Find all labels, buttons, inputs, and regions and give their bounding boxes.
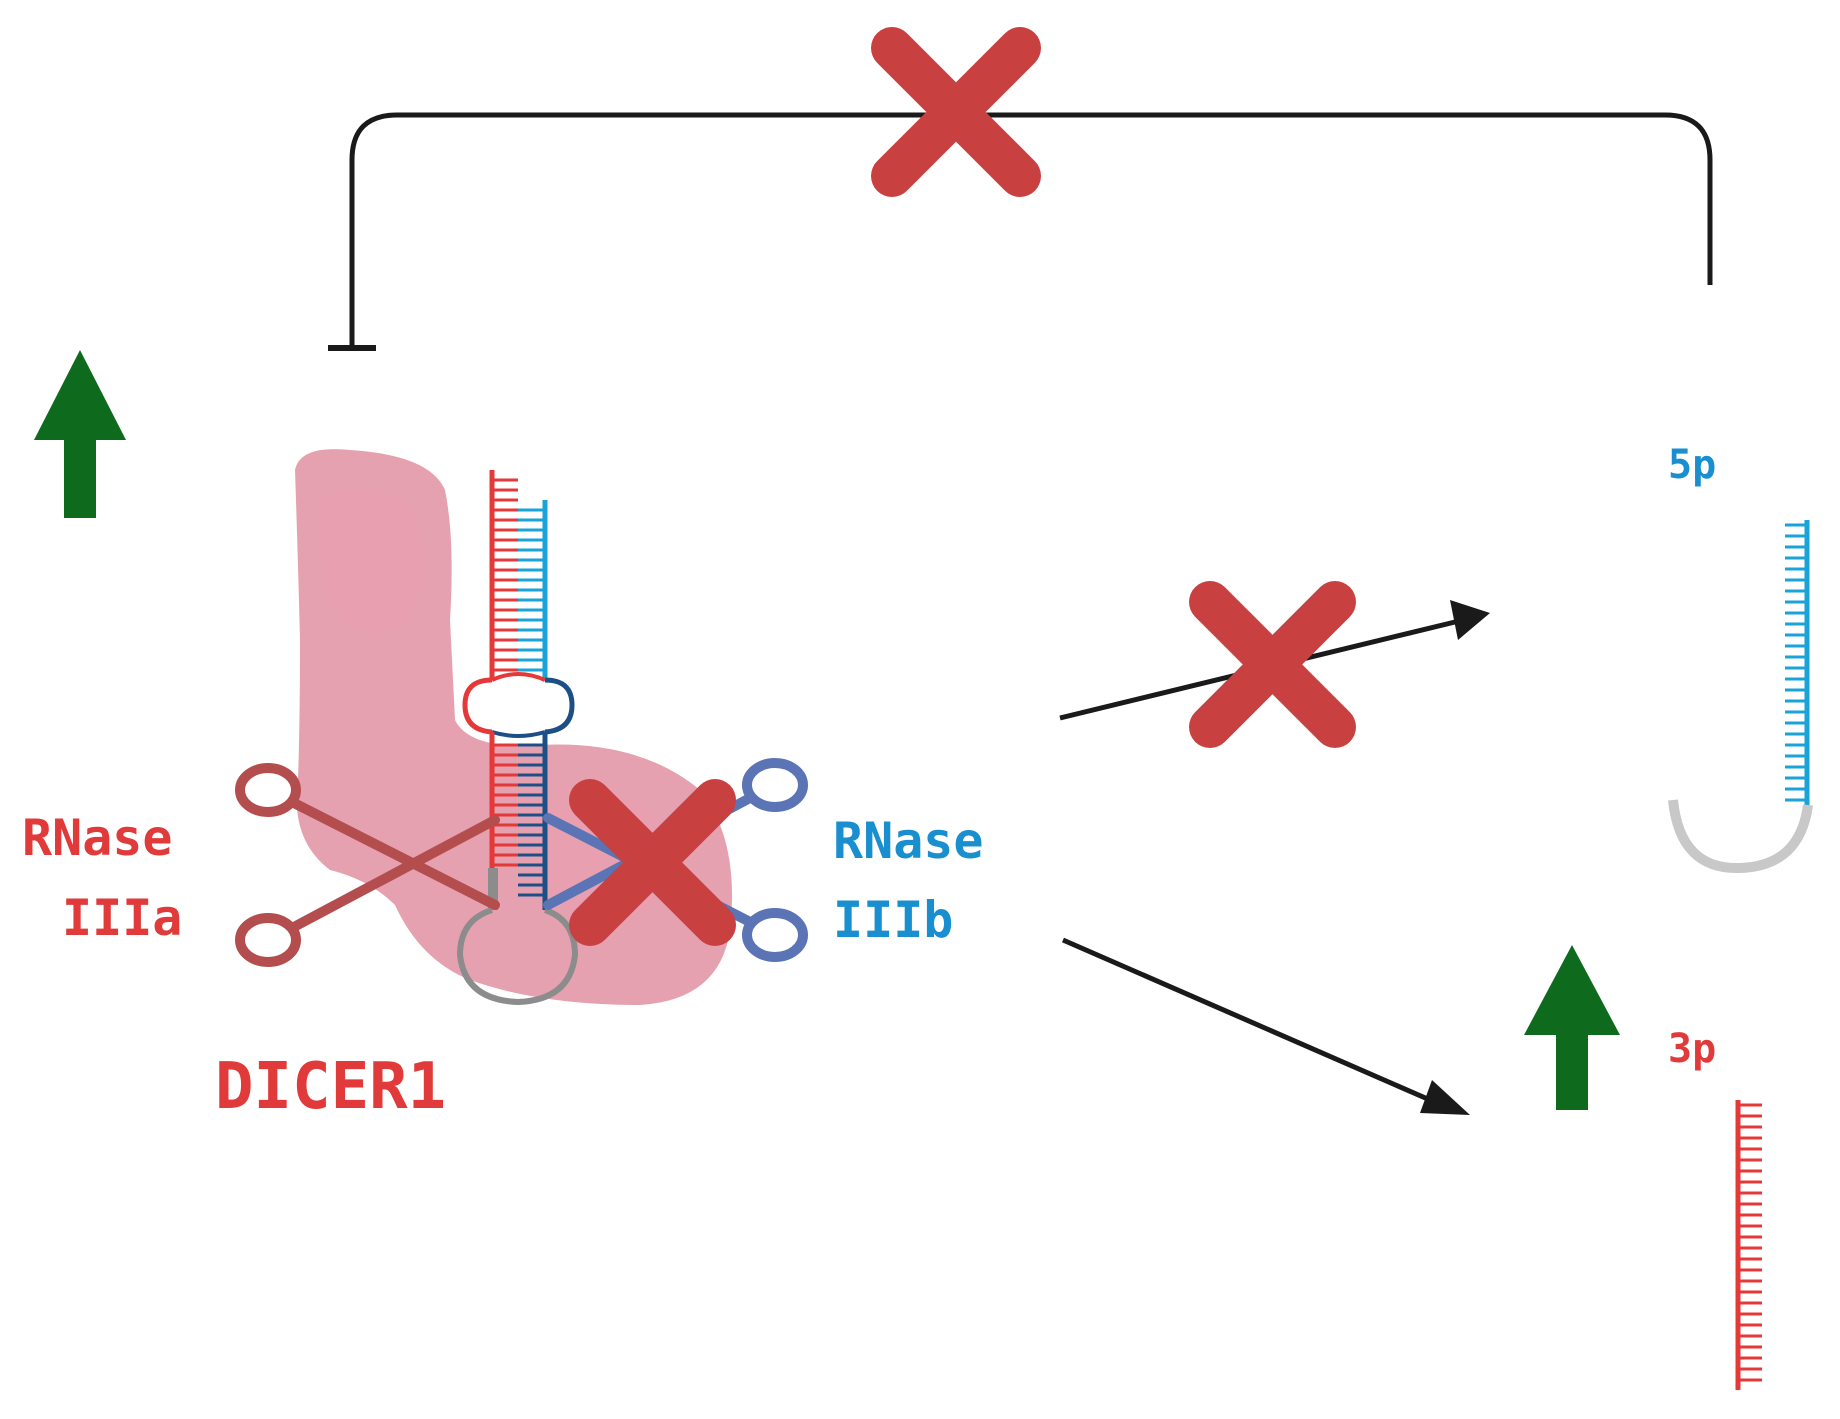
three-p-label: 3p (1668, 1026, 1716, 1072)
pre-mirna-hairpin (456, 470, 579, 1006)
rnase-iiib-label-line1: RNase (833, 812, 984, 870)
arrow-to-3p (1062, 937, 1470, 1115)
rnase-iiib-label-line2: IIIb (833, 891, 953, 949)
upregulation-3p-arrow-icon (1524, 945, 1620, 1110)
blocked-feedback-cross-icon (871, 27, 1041, 197)
rnase-iiia-label-line2: IIIa (62, 889, 182, 947)
rnase-iiib-blocked-cross-icon (569, 779, 736, 946)
five-p-label: 5p (1668, 442, 1716, 488)
mirna-3p-strand (1735, 1100, 1762, 1390)
dicer1-label: DICER1 (215, 1050, 446, 1124)
upregulation-arrow-icon (34, 350, 126, 518)
blocked-5p-cross-icon (1189, 581, 1356, 748)
feedback-inhibition-bracket (328, 112, 1713, 351)
dicer1-protein-shape (295, 449, 732, 1006)
rnase-iiia-label-line1: RNase (22, 809, 173, 867)
rnase-iiia-scissors-icon (235, 763, 500, 967)
mirna-5p-strand (1668, 520, 1813, 874)
